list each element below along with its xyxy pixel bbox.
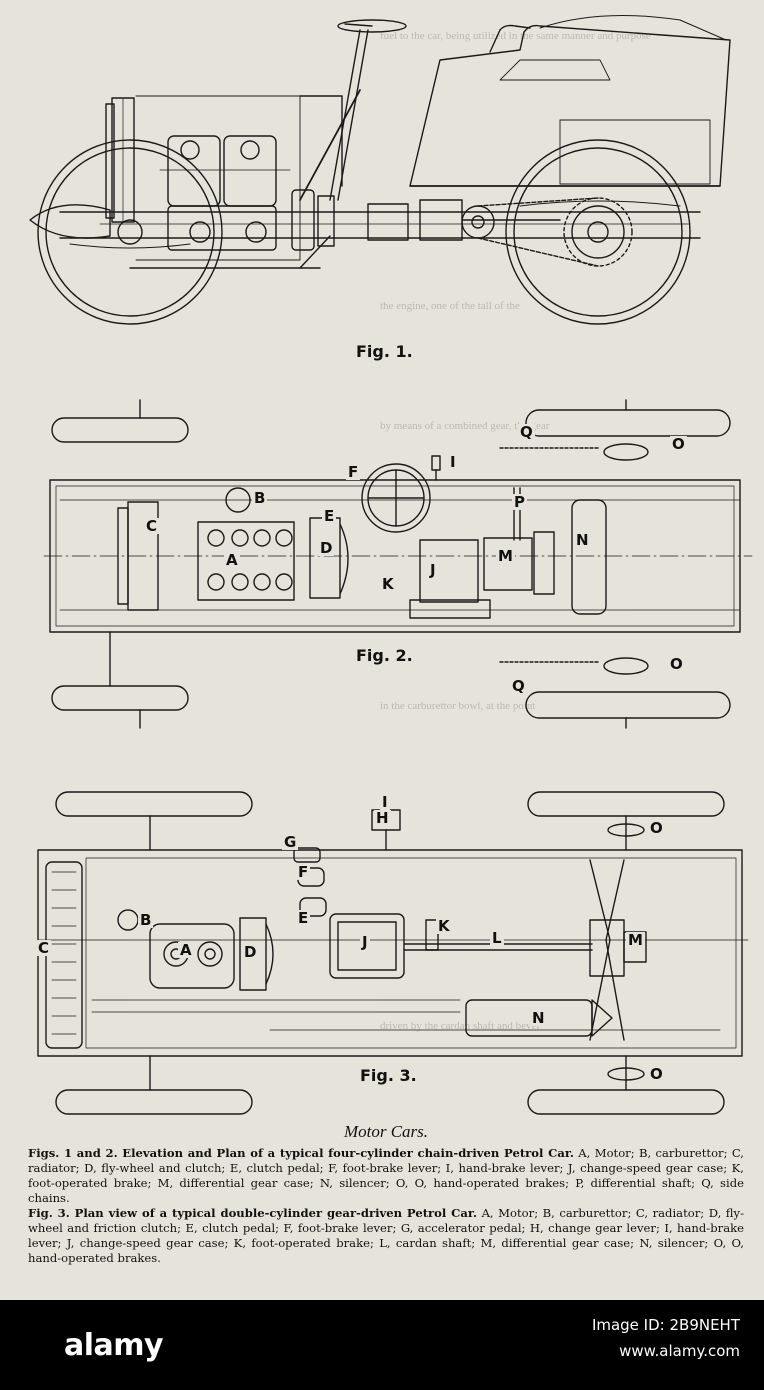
- caption-fig12: Figs. 1 and 2. Elevation and Plan of a t…: [28, 1146, 744, 1206]
- caption-fig12-heading: Figs. 1 and 2. Elevation and Plan of a t…: [28, 1146, 574, 1160]
- fig3-label-D: D: [242, 943, 259, 961]
- fig3-label-I: I: [380, 793, 390, 811]
- fig2-label-O-top: O: [670, 435, 687, 453]
- fig3-label-J: J: [360, 933, 370, 951]
- fig2-label-P: P: [512, 493, 527, 511]
- fig3-label-L: L: [490, 929, 504, 947]
- fig2-label-J: J: [428, 561, 438, 579]
- fig2-label-Q-top: Q: [518, 423, 535, 441]
- image-id: Image ID: 2B9NEHT: [591, 1316, 740, 1334]
- fig3-label-O-bottom: O: [648, 1065, 665, 1083]
- technical-drawing: [29, 15, 753, 1115]
- fig2-label-M: M: [496, 547, 515, 565]
- scanned-page: fuel to the car, being utilized in the s…: [0, 0, 764, 1300]
- fig3-label-H: H: [374, 809, 391, 827]
- fig3-plan-view: [37, 791, 749, 1115]
- caption-fig3-heading: Fig. 3. Plan view of a typical double-cy…: [28, 1206, 478, 1220]
- fig2-plan-view: [43, 399, 753, 729]
- fig2-label: Fig. 2.: [352, 646, 417, 665]
- fig3-label: Fig. 3.: [356, 1066, 421, 1085]
- fig2-label-K: K: [380, 575, 396, 593]
- fig2-label-E: E: [322, 507, 337, 525]
- fig3-label-M: M: [626, 931, 645, 949]
- caption-fig12-legend: A, Motor; B, carburettor; C, radiator; D…: [28, 1146, 744, 1205]
- watermark-url: www.alamy.com: [619, 1342, 740, 1360]
- fig2-label-O-bottom: O: [668, 655, 685, 673]
- caption-title: Motor Cars.: [343, 1122, 429, 1141]
- fig1-label: Fig. 1.: [352, 342, 417, 361]
- fig3-label-E: E: [296, 909, 311, 927]
- fig2-label-C: C: [144, 517, 160, 535]
- fig2-label-F: F: [346, 463, 361, 481]
- fig2-label-Q-bottom: Q: [510, 677, 527, 695]
- fig2-label-B: B: [252, 489, 268, 507]
- fig3-label-N: N: [530, 1009, 547, 1027]
- fig1-side-elevation: [29, 15, 731, 325]
- alamy-logo: alamy: [64, 1328, 164, 1363]
- fig2-label-A: A: [224, 551, 240, 569]
- watermark-footer: [0, 1300, 764, 1390]
- fig3-label-C: C: [36, 939, 52, 957]
- fig3-label-A: A: [178, 941, 194, 959]
- rear-wheel: [505, 139, 691, 325]
- fig3-label-B: B: [138, 911, 154, 929]
- caption-fig3: Fig. 3. Plan view of a typical double-cy…: [28, 1206, 744, 1266]
- fig3-label-G: G: [282, 833, 299, 851]
- fig2-label-D: D: [318, 539, 335, 557]
- fig3-label-K: K: [436, 917, 452, 935]
- fig2-label-N: N: [574, 531, 591, 549]
- caption: Motor Cars. Figs. 1 and 2. Elevation and…: [28, 1122, 744, 1266]
- fig2-label-I: I: [448, 453, 458, 471]
- fig3-label-O-top: O: [648, 819, 665, 837]
- fig3-label-F: F: [296, 863, 311, 881]
- front-wheel: [37, 139, 223, 325]
- caption-fig3-legend: A, Motor; B, carburettor; C, radiator; D…: [28, 1206, 745, 1265]
